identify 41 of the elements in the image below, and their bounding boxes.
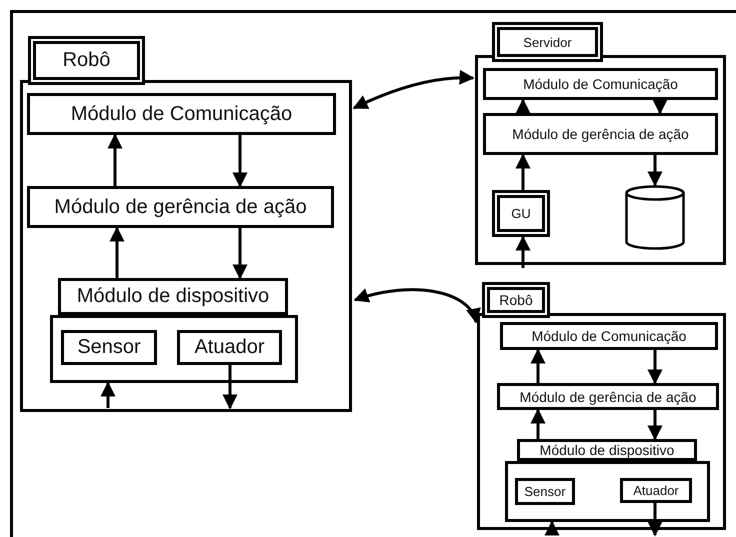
arrow: [530, 348, 546, 383]
arrow: [516, 236, 530, 268]
module-box: Módulo de gerência de ação: [27, 186, 334, 228]
arrow: [648, 410, 662, 440]
title-box: Robô: [28, 36, 145, 85]
module-box: Sensor: [61, 330, 157, 365]
module-box: Módulo de gerência de ação: [497, 383, 719, 410]
arrow: [222, 365, 238, 410]
arrow: [110, 226, 124, 278]
curved-arrow: [354, 288, 479, 324]
arrow: [530, 408, 546, 439]
title-box: Robô: [482, 282, 550, 318]
arrow: [108, 134, 122, 186]
title-box: Servidor: [492, 22, 603, 62]
group-title-box: Módulo de dispositivo: [517, 439, 697, 461]
module-box: Sensor: [515, 478, 575, 505]
arrow: [516, 98, 530, 114]
container-frame: [477, 313, 726, 530]
arrow: [652, 100, 668, 114]
module-box: Atuador: [177, 330, 282, 365]
module-box: Atuador: [620, 478, 692, 503]
arrow: [232, 135, 248, 188]
group-title-box: Módulo de dispositivo: [58, 278, 288, 315]
module-box: Módulo de Comunicação: [27, 93, 336, 135]
container-frame: [475, 55, 726, 265]
database-cylinder: [625, 185, 685, 250]
arrow: [516, 154, 530, 190]
arrow: [232, 228, 248, 280]
arrow: [648, 155, 662, 186]
group-frame: [50, 315, 298, 383]
arrow: [100, 382, 116, 408]
curved-arrow: [352, 70, 474, 110]
interface-box: GU: [492, 190, 550, 237]
module-box: Módulo de gerência de ação: [483, 113, 718, 155]
arrow: [648, 350, 662, 384]
module-box: Módulo de Comunicação: [500, 322, 718, 350]
arrow: [648, 503, 662, 536]
arrow: [544, 520, 560, 536]
module-box: Módulo de Comunicação: [483, 68, 718, 100]
group-frame: [505, 461, 710, 522]
container-frame: [20, 80, 352, 412]
